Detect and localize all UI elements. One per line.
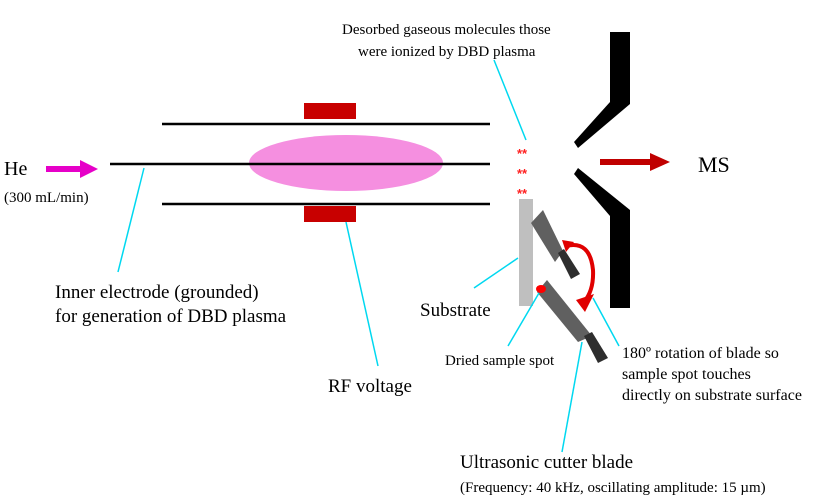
inner-electrode-label-line2: for generation of DBD plasma	[55, 306, 287, 327]
desorbed-label-line1: Desorbed gaseous molecules those	[342, 22, 551, 38]
leader-line-desorbed	[493, 59, 527, 141]
substrate	[519, 199, 533, 306]
inner-electrode-label-line1: Inner electrode (grounded)	[55, 282, 259, 303]
rf-voltage-label: RF voltage	[328, 376, 412, 397]
rotation-label-line2: sample spot touches	[622, 366, 751, 383]
desorbed-label-line2: were ionized by DBD plasma	[358, 44, 536, 60]
dried-sample-spot	[536, 285, 546, 293]
leader-line-cutter-blade	[561, 341, 583, 453]
ms-inlet	[574, 32, 630, 308]
ion-marker-1: **	[517, 146, 528, 161]
cutter-blade-label-line2: (Frequency: 40 kHz, oscillating amplitud…	[460, 480, 766, 496]
rotation-label-line1: 180º rotation of blade so	[622, 345, 779, 362]
rf-electrode-top	[304, 103, 356, 119]
he-flow-rate-label: (300 mL/min)	[4, 190, 89, 206]
ion-marker-2: **	[517, 166, 528, 181]
ion-marker-3: **	[517, 186, 528, 201]
ms-arrow	[600, 153, 670, 171]
he-flow-arrow	[46, 160, 98, 178]
ultrasonic-blade-upper	[531, 210, 580, 279]
cutter-blade-label-line1: Ultrasonic cutter blade	[460, 452, 633, 473]
leader-line-rotation	[592, 297, 620, 347]
substrate-label: Substrate	[420, 300, 491, 321]
he-label: He	[4, 158, 27, 180]
dried-sample-spot-label: Dried sample spot	[445, 353, 555, 369]
leader-line-substrate	[473, 257, 519, 289]
rf-electrode-bottom	[304, 206, 356, 222]
rotation-arrow	[562, 240, 596, 312]
ultrasonic-blade-lower	[537, 280, 608, 363]
rotation-label-line3: directly on substrate surface	[622, 387, 802, 404]
leader-line-rf-voltage	[345, 221, 379, 367]
leader-line-inner-electrode	[117, 167, 145, 273]
leader-line-sample-spot	[507, 292, 540, 347]
ms-label: MS	[698, 152, 730, 177]
